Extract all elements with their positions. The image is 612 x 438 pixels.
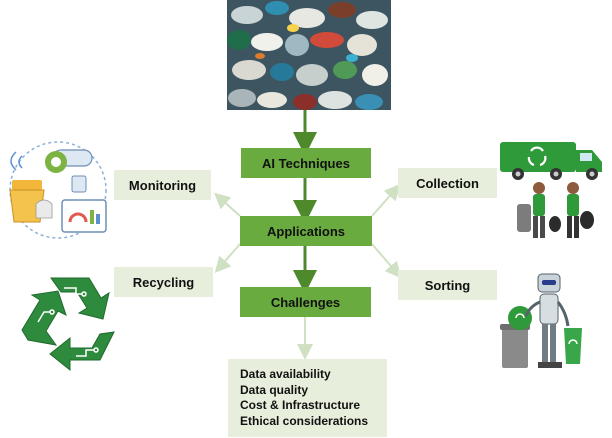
challenge-item: Data availability [240,367,331,381]
monitoring-label: Monitoring [128,177,197,193]
recycling-label: Recycling [132,274,195,290]
connector-monitoring [214,192,241,217]
ai-techniques-label: AI Techniques [262,155,350,171]
applications-label: Applications [266,223,345,239]
recycling-box: Recycling [114,267,213,297]
recycling-symbol-icon [21,277,115,372]
garbage-truck-icon [500,142,602,180]
sorting-box: Sorting [398,270,497,300]
collection-box: Collection [398,168,497,198]
robot-sorting-icon [500,273,582,368]
challenge-item: Cost & Infrastructure [240,398,361,412]
connector-sorting [371,243,402,279]
connector-collection [371,184,401,217]
challenge-item: Ethical considerations [240,413,369,428]
plastic-waste-photo [227,0,391,110]
sorting-label: Sorting [424,277,471,293]
monitoring-box: Monitoring [114,170,211,200]
connector-recycling [214,243,241,274]
collection-label: Collection [416,175,479,191]
smart-monitoring-icon [9,141,107,239]
challenges-list-box: Data availability Data quality Cost & In… [228,359,387,437]
ai-techniques-box: AI Techniques [241,148,371,178]
challenge-item: Data quality [240,382,309,397]
challenges-box: Challenges [240,287,371,317]
challenges-label: Challenges [270,294,341,310]
applications-box: Applications [240,216,372,246]
waste-workers-icon [517,182,594,238]
